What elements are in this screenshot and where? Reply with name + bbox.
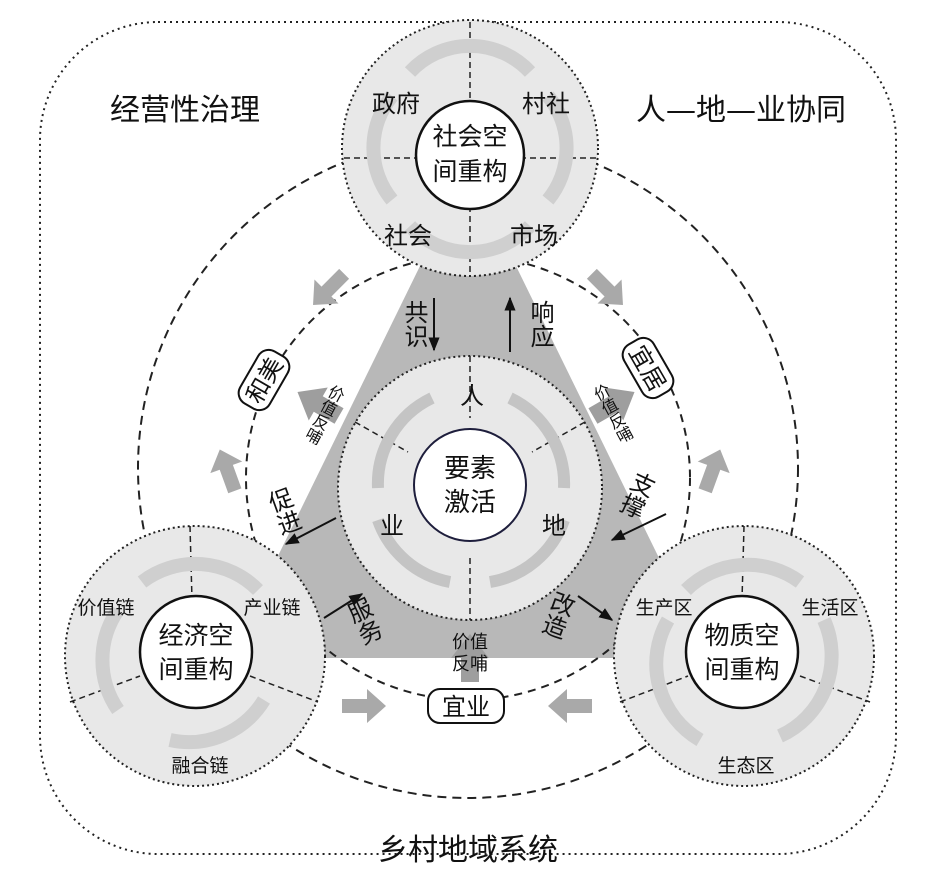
social-core-circle bbox=[414, 99, 526, 211]
label-operational-governance: 经营性治理 bbox=[110, 93, 260, 128]
social-cycle-arrows bbox=[366, 38, 574, 260]
economic-part-industry-chain: 产业链 bbox=[243, 597, 300, 619]
physical-title-line1: 物质空 bbox=[704, 621, 779, 650]
center-element-land: 地 bbox=[542, 512, 566, 540]
outer-system-boundary bbox=[39, 21, 897, 855]
physical-part-living: 生活区 bbox=[801, 597, 858, 619]
social-part-village: 村社 bbox=[522, 90, 570, 118]
badge-hemei: 和美 bbox=[237, 348, 291, 412]
center-title-line2: 激活 bbox=[444, 488, 496, 518]
badge-yiye: 宜业 bbox=[427, 688, 505, 724]
relation-consensus: 共识 bbox=[400, 300, 428, 348]
ring-arrows bbox=[210, 268, 730, 723]
economic-part-fusion-chain: 融合链 bbox=[171, 755, 228, 777]
economic-dividers bbox=[69, 525, 319, 703]
badge-yiye-text: 宜业 bbox=[442, 693, 490, 721]
social-part-society: 社会 bbox=[384, 222, 432, 250]
middle-dashed-circle bbox=[245, 255, 691, 701]
center-element-people: 人 bbox=[460, 382, 484, 410]
label-rural-system: 乡村地域系统 bbox=[378, 833, 558, 868]
feedback-label-bottom-line1: 价值 bbox=[452, 632, 488, 653]
center-core-circle bbox=[413, 428, 527, 542]
feedback-label-bottom-line2: 反哺 bbox=[452, 654, 488, 675]
social-title-line2: 间重构 bbox=[432, 157, 507, 186]
physical-core-circle bbox=[684, 594, 800, 710]
physical-cycle-arrows bbox=[649, 557, 839, 747]
center-element-industry: 业 bbox=[380, 512, 404, 540]
physical-title-line2: 间重构 bbox=[704, 655, 779, 684]
feedback-arrows bbox=[297, 387, 635, 682]
physical-part-production: 生产区 bbox=[635, 597, 692, 619]
physical-part-ecology: 生态区 bbox=[717, 755, 774, 777]
relation-response: 响应 bbox=[526, 300, 554, 348]
relation-promote: 促进 bbox=[261, 485, 304, 540]
social-part-market: 市场 bbox=[510, 222, 558, 250]
label-people-land-industry: 人—地—业协同 bbox=[636, 93, 846, 128]
economic-part-value-chain: 价值链 bbox=[77, 597, 134, 619]
economic-cycle-arrows bbox=[95, 556, 270, 749]
center-title-line1: 要素 bbox=[444, 454, 496, 484]
economic-core-circle bbox=[138, 594, 254, 710]
relation-arrows bbox=[284, 296, 667, 621]
social-title-line1: 社会空 bbox=[432, 122, 507, 151]
outer-dashed-circle bbox=[137, 137, 799, 799]
social-part-government: 政府 bbox=[372, 90, 420, 118]
economic-title-line2: 间重构 bbox=[158, 655, 233, 684]
center-cycle-arrows bbox=[371, 392, 571, 588]
physical-dividers bbox=[619, 525, 871, 703]
economic-title-line1: 经济空 bbox=[158, 621, 233, 650]
